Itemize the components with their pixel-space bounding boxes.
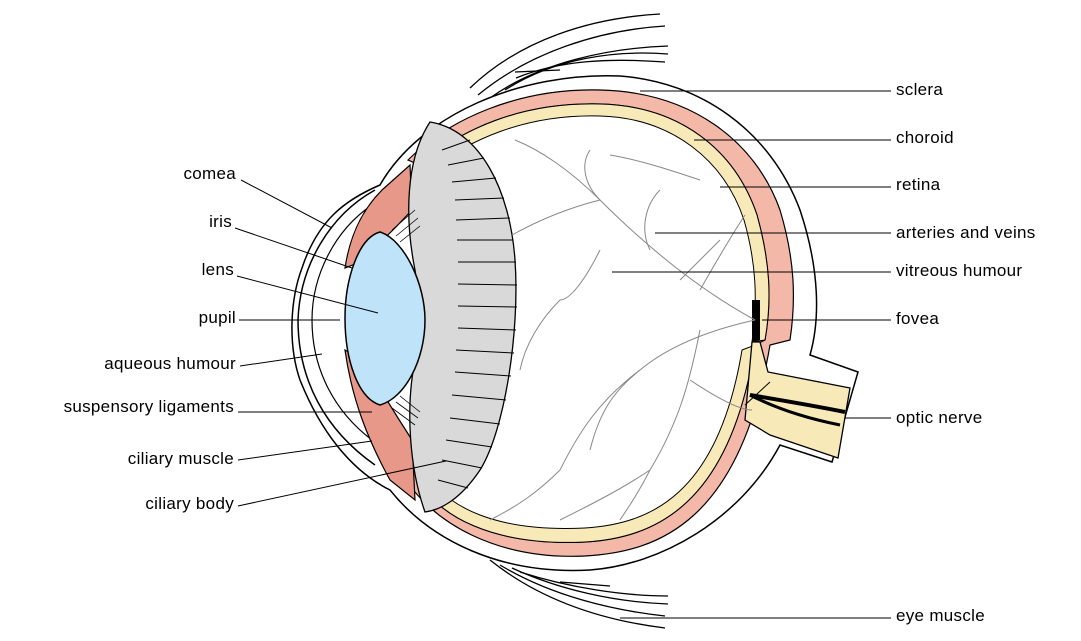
- label-suspensory-ligaments: suspensory ligaments: [0, 397, 234, 417]
- label-aqueous-humour: aqueous humour: [40, 354, 236, 374]
- label-fovea: fovea: [896, 309, 939, 329]
- label-eye-muscle: eye muscle: [896, 606, 985, 626]
- label-retina: retina: [896, 175, 940, 195]
- label-cornea: comea: [150, 164, 236, 184]
- label-sclera: sclera: [896, 80, 943, 100]
- label-ciliary-muscle: ciliary muscle: [40, 449, 234, 469]
- label-lens: lens: [150, 260, 234, 280]
- fovea-mark: [752, 300, 760, 342]
- label-optic-nerve: optic nerve: [896, 408, 982, 428]
- label-vitreous-humour: vitreous humour: [896, 261, 1022, 281]
- label-iris: iris: [150, 212, 232, 232]
- label-ciliary-body: ciliary body: [40, 494, 234, 514]
- label-arteries-and-veins: arteries and veins: [896, 223, 1036, 243]
- label-choroid: choroid: [896, 128, 954, 148]
- label-pupil: pupil: [150, 308, 236, 328]
